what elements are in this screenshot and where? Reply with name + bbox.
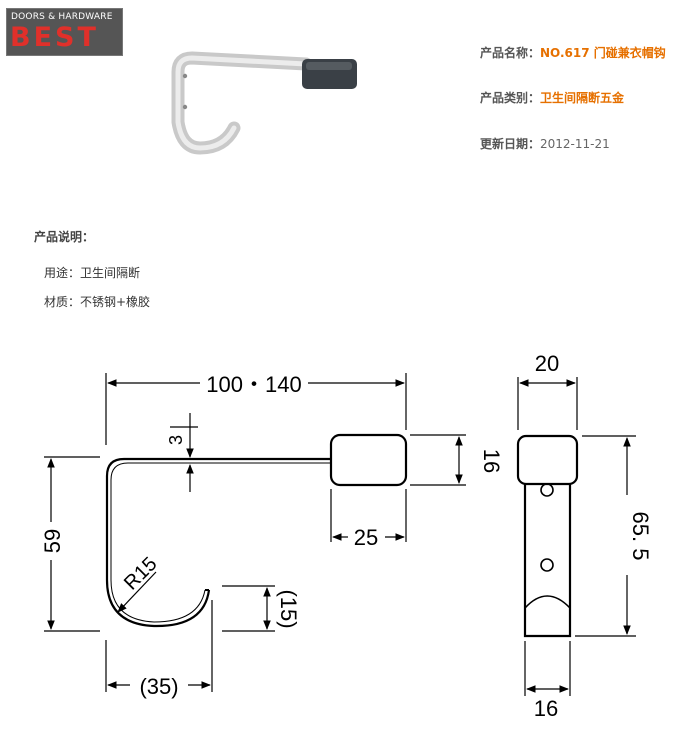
front-cap-outline [516, 434, 579, 486]
material-text: 材质：不锈钢+橡胶 [44, 295, 151, 309]
dim-25-text: 25 [354, 525, 378, 550]
dim-35-text: (35) [139, 674, 178, 699]
dim-20-text: 20 [535, 351, 559, 376]
dim-15-text: (15) [276, 589, 301, 628]
dim-3-text: 3 [166, 435, 186, 445]
description-title: 产品说明： [34, 230, 95, 244]
product-category-link[interactable]: 卫生间隔断五金 [540, 91, 625, 105]
dim-65-5-text: 65. 5 [628, 512, 653, 561]
logo-wordmark: BEST [10, 22, 99, 53]
dimension-labels: 100・140 25 (35) 20 16 3 16 59 (15) 65. 5… [40, 351, 653, 721]
cap-outline [329, 433, 408, 487]
usage-text: 用途：卫生间隔断 [44, 266, 141, 280]
dim-59-text: 59 [40, 529, 65, 553]
update-date-label: 更新日期： [480, 137, 541, 151]
dim-16-bottom-text: 16 [534, 696, 558, 721]
product-name-label: 产品名称： [480, 46, 541, 60]
product-name-value[interactable]: NO.617 门碰兼衣帽钩 [540, 46, 666, 60]
dim-16-cap-text: 16 [479, 449, 504, 473]
update-date-value: 2012-11-21 [540, 137, 610, 151]
dim-r15-text: R15 [120, 553, 162, 595]
technical-drawing [44, 373, 636, 696]
product-category-row: 产品类别：卫生间隔断五金 [480, 89, 624, 106]
update-date-row: 更新日期：2012-11-21 [480, 135, 610, 152]
logo-tagline: DOORS & HARDWARE [11, 12, 113, 22]
front-plate-outline [523, 484, 572, 638]
dim-length-text: 100・140 [206, 372, 301, 397]
product-name-row: 产品名称：NO.617 门碰兼衣帽钩 [480, 44, 666, 61]
product-category-label: 产品类别： [480, 91, 541, 105]
brand-logo: DOORS & HARDWARE BEST [6, 8, 123, 56]
hook-outline [105, 457, 331, 628]
product-photo [171, 51, 357, 155]
